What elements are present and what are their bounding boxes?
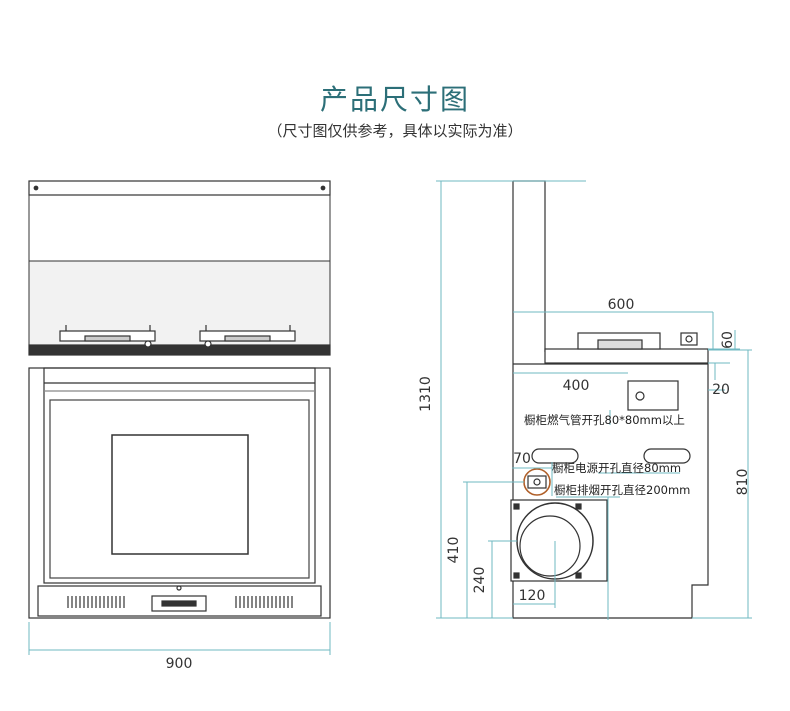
side-knob[interactable] (680, 332, 698, 346)
vent-left (67, 596, 125, 608)
front-burner-left (59, 325, 156, 342)
side-dimension-lines (436, 180, 752, 620)
knob-left[interactable] (144, 340, 152, 348)
note-gas-pipe: 橱柜燃气管开孔80*80mm以上 (524, 413, 685, 427)
cabinet-height-label: 810 (735, 469, 751, 496)
inner-depth-label: 400 (563, 378, 590, 394)
exhaust-hole (519, 515, 581, 577)
oven-door (43, 367, 316, 584)
exhaust-offset-label: 120 (519, 588, 546, 604)
exhaust-height-label: 410 (446, 537, 462, 564)
total-height-label: 1310 (418, 376, 434, 412)
drawer-handle[interactable] (151, 595, 207, 612)
front-top-bar (28, 180, 331, 196)
oven-window (111, 434, 249, 555)
front-backsplash-upper (28, 194, 331, 262)
hole-size-label: 70 (513, 451, 531, 467)
oven-glass (49, 399, 310, 579)
side-back-panel (513, 180, 546, 352)
drawer-handle-slot (161, 600, 197, 607)
front-burner-right (199, 325, 296, 342)
drawer-indicator (176, 585, 182, 591)
top-height-label: 60 (720, 331, 736, 349)
front-cooktop (28, 344, 331, 356)
page-title: 产品尺寸图 (319, 83, 470, 116)
knob-right[interactable] (204, 340, 212, 348)
side-view (510, 180, 709, 619)
screw-left (33, 185, 39, 191)
vent-right (235, 596, 293, 608)
page-subtitle: （尺寸图仅供参考，具体以实际为准） (267, 122, 523, 140)
side-slot-left (531, 448, 579, 464)
front-width-label: 900 (166, 656, 193, 672)
front-width-dimension (28, 622, 331, 655)
gas-pipe-opening (627, 380, 679, 411)
gas-pipe-hole (635, 391, 645, 401)
top-small-label: 20 (712, 382, 730, 398)
power-socket (527, 475, 547, 489)
depth-top-label: 600 (608, 297, 635, 313)
front-cabinet (28, 367, 331, 619)
side-slot-right (643, 448, 691, 464)
front-view (28, 180, 331, 619)
exhaust-center-label: 240 (472, 567, 488, 594)
screw-right (320, 185, 326, 191)
side-cooktop (544, 348, 709, 364)
note-power-hole: 橱柜电源开孔直径80mm (552, 461, 681, 475)
note-exhaust-hole: 橱柜排烟开孔直径200mm (554, 483, 690, 497)
